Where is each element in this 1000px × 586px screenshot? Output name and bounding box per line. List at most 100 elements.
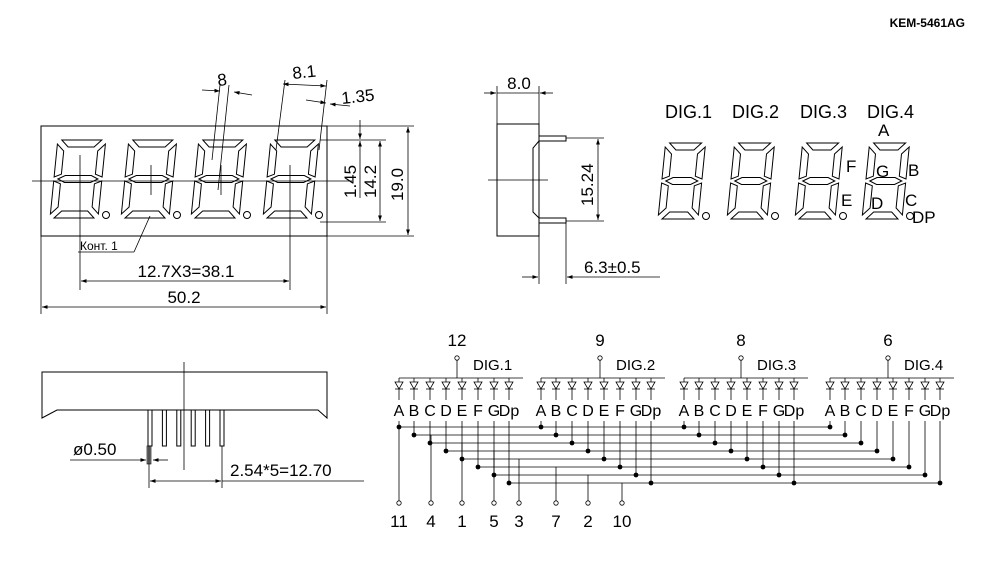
junction-dot [791,480,797,486]
front-digit-4 [262,139,323,219]
segment-name: F [615,403,625,420]
led-diode-e [742,381,752,390]
led-diode-e [599,381,609,390]
segment-name: B [840,403,851,420]
segment-label-f: F [846,157,856,176]
segment-f [730,145,742,180]
segment-g [269,175,313,183]
digit-label: DIG.2 [732,102,779,122]
decimal-point [839,212,847,220]
segment-name: C [709,403,721,420]
junction-dot [601,456,607,462]
led-diode-e [457,381,467,390]
segment-label-dp: DP [912,208,936,227]
decimal-point [243,211,251,219]
dim-pin-span: 15.24 [578,163,597,206]
segment-b [165,142,178,178]
segment-pin-number: 5 [489,512,498,531]
front-digit-group [49,139,323,219]
segment-name: E [742,403,753,420]
segment-e [49,180,61,216]
segment-name: Dp [499,403,520,420]
bus-a: 11 [390,421,833,531]
segment-pin-number: 2 [583,512,592,531]
segment-name: B [694,403,705,420]
segment-a [872,142,907,151]
led-diode-g [631,381,641,390]
common-pin-label: DIG.3 [757,357,796,374]
segment-name: F [758,403,768,420]
dim-pin-pitch: 2.54*5=12.70 [230,461,332,480]
segment-label-g: G [876,162,889,181]
led-diode-d [583,381,593,390]
segment-g [127,175,171,183]
segment-b [763,145,775,180]
bus-dp: 10 [506,421,943,531]
led-diode-g [774,381,784,390]
dim-pitch: 12.7X3=38.1 [138,262,235,281]
front-digit-2 [120,139,181,219]
segment-terminal [516,500,522,506]
segment-a [60,139,104,148]
segment-name: A [679,403,690,420]
junction-dot [585,448,591,454]
segment-name: C [855,403,867,420]
common-terminal [885,355,891,361]
led-diode-a [394,381,404,390]
junction-dot [696,432,702,438]
segment-terminal [428,500,434,506]
segment-g [801,177,836,185]
led-diode-d [726,381,736,390]
dim-line [329,102,351,107]
led-diode-e [888,381,898,390]
segment-e [726,182,738,217]
dim-body-height: 19.0 [388,168,407,201]
segment-e [794,182,806,217]
segment-g [197,175,241,183]
segment-name: E [599,403,610,420]
segment-pin-number: 1 [457,512,466,531]
common-pin-number: 8 [736,331,745,350]
segment-name: A [394,403,405,420]
segment-terminal [491,500,497,506]
segment-name: G [630,403,642,420]
junction-dot [858,440,864,446]
segment-c [232,180,244,216]
led-diode-b [694,381,704,390]
segment-c [895,182,907,217]
common-terminal [454,355,460,361]
segment-name: B [551,403,562,420]
segment-f [194,142,206,178]
map-digit-2 [726,142,779,220]
segment-c [162,180,174,216]
segment-a [131,139,175,148]
decimal-point [315,211,323,219]
led-diode-g [489,381,499,390]
segment-d [729,211,765,220]
junction-dot [937,480,943,486]
segment-a [668,142,703,151]
led-diode-dp [646,381,656,390]
junction-dot [506,480,512,486]
bus-b: 4 [411,421,848,531]
common-pin-number: 12 [448,331,467,350]
segment-terminal [619,500,625,506]
led-diode-b [551,381,561,390]
dim-line [282,82,327,88]
segment-name: B [409,403,420,420]
junction-dot [569,440,575,446]
segment-d [52,210,96,219]
dim-dp: 1.45 [341,165,360,198]
pin-lead [161,409,167,447]
extension-line [275,79,286,151]
dim-line [233,90,253,96]
common-terminal [738,355,744,361]
segment-c [828,182,840,217]
segment-name: C [424,403,436,420]
segment-d [797,211,833,220]
